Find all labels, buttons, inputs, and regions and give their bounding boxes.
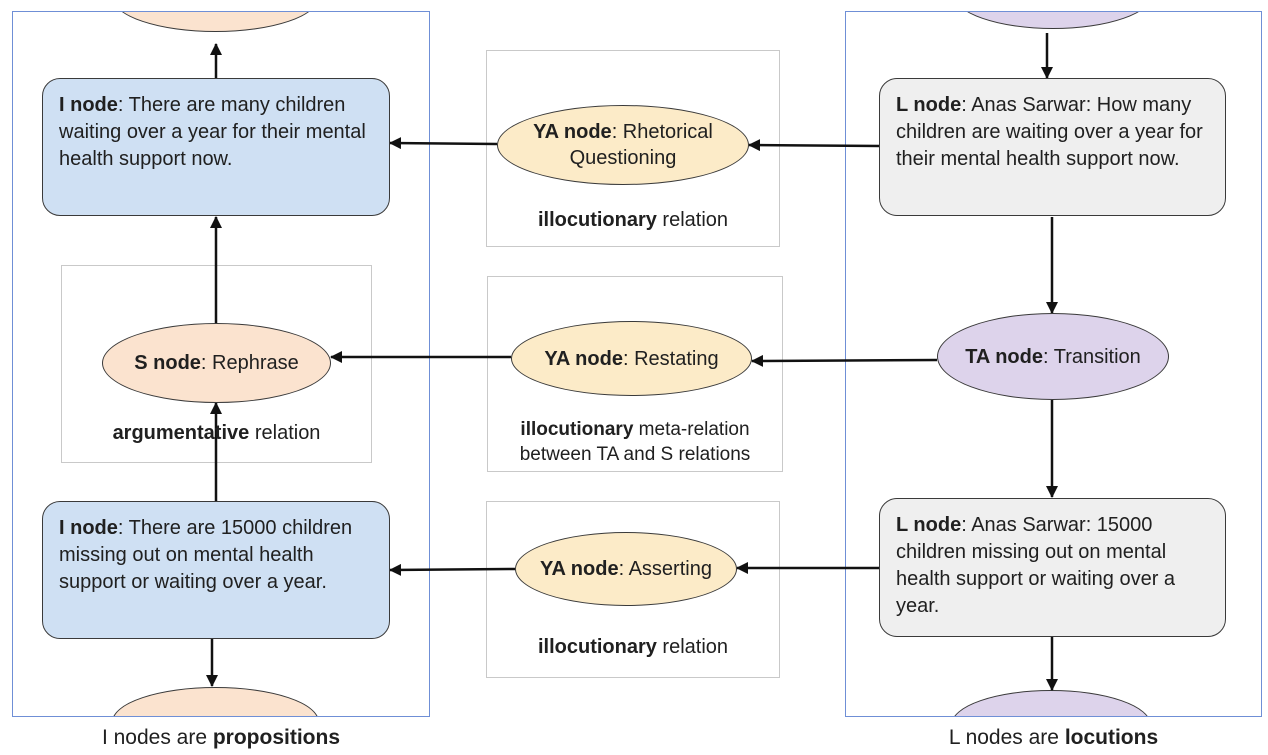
l-node-top[interactable]: L node: Anas Sarwar: How many children a… <box>879 78 1226 216</box>
ya-middle-caption-bold: illocutionary <box>520 419 634 440</box>
ya-middle-text: : Restating <box>622 347 719 370</box>
ya-bottom-caption: illocutionary relation <box>487 635 779 660</box>
ya-node-asserting[interactable]: YA node: Asserting <box>515 532 737 606</box>
ya-node-restating[interactable]: YA node: Restating <box>511 321 752 396</box>
argumentative-caption-rest: relation <box>249 422 321 444</box>
ya-bottom-caption-bold: illocutionary <box>537 636 657 658</box>
edge-ta-to-ya-middle <box>751 354 938 367</box>
i-node-top-label: I node <box>59 94 118 116</box>
i-node-bottom-text: : There are 15000 children missing out o… <box>59 517 353 593</box>
l-node-bottom-label: L node <box>896 514 962 536</box>
ya-top-caption-bold: illocutionary <box>537 209 657 231</box>
ya-node-rhetorical-questioning[interactable]: YA node: Rhetorical Questioning <box>497 105 749 185</box>
s-node-rephrase[interactable]: S node: Rephrase <box>102 323 331 403</box>
l-node-top-label: L node <box>896 94 962 116</box>
ta-node-text: : Transition <box>1042 345 1141 368</box>
l-node-bottom[interactable]: L node: Anas Sarwar: 15000 children miss… <box>879 498 1226 637</box>
ta-node-transition[interactable]: TA node: Transition <box>937 313 1169 400</box>
s-node-label: S node <box>134 352 201 374</box>
i-node-top-text: : There are many children waiting over a… <box>59 94 366 170</box>
i-node-bottom-label: I node <box>59 517 118 539</box>
ta-node-label: TA node <box>965 345 1043 368</box>
propositions-caption: I nodes are propositions <box>12 726 430 750</box>
argumentative-relation-caption: argumentative relation <box>62 421 371 446</box>
propositions-caption-prefix: I nodes are <box>101 726 213 749</box>
ya-top-caption: illocutionary relation <box>487 208 779 233</box>
s-node-text: : Rephrase <box>200 352 299 374</box>
left-column-top-clip <box>13 12 429 42</box>
ya-middle-caption-rest: meta-relation between TA and S relations <box>519 419 751 465</box>
ya-middle-label: YA node <box>544 347 623 370</box>
right-column-top-clip <box>846 12 1261 42</box>
ya-bottom-label: YA node <box>540 558 619 580</box>
i-node-bottom[interactable]: I node: There are 15000 children missing… <box>42 501 390 639</box>
l-node-bottom-text: : Anas Sarwar: 15000 children missing ou… <box>896 514 1176 617</box>
ya-top-label: YA node <box>533 121 612 143</box>
i-node-top[interactable]: I node: There are many children waiting … <box>42 78 390 216</box>
ya-middle-caption: illocutionary meta-relation between TA a… <box>490 417 780 467</box>
argumentative-caption-bold: argumentative <box>112 422 250 444</box>
edge-l-top-to-ya-top <box>748 139 881 152</box>
edge-ya-bottom-to-i-bottom <box>389 563 516 576</box>
propositions-caption-bold: propositions <box>212 726 341 749</box>
ya-top-caption-rest: relation <box>656 209 729 231</box>
locutions-caption: L nodes are locutions <box>845 726 1262 750</box>
left-column-bottom-clip <box>13 676 429 716</box>
ya-top-text: : Rhetorical Questioning <box>569 121 713 169</box>
locutions-caption-bold: locutions <box>1064 726 1159 749</box>
ya-bottom-caption-rest: relation <box>656 636 729 658</box>
l-node-top-text: : Anas Sarwar: How many children are wai… <box>896 94 1203 170</box>
edge-ya-top-to-i-top <box>389 137 498 150</box>
ya-bottom-text: : Asserting <box>618 558 712 580</box>
locutions-caption-prefix: L nodes are <box>948 726 1065 749</box>
